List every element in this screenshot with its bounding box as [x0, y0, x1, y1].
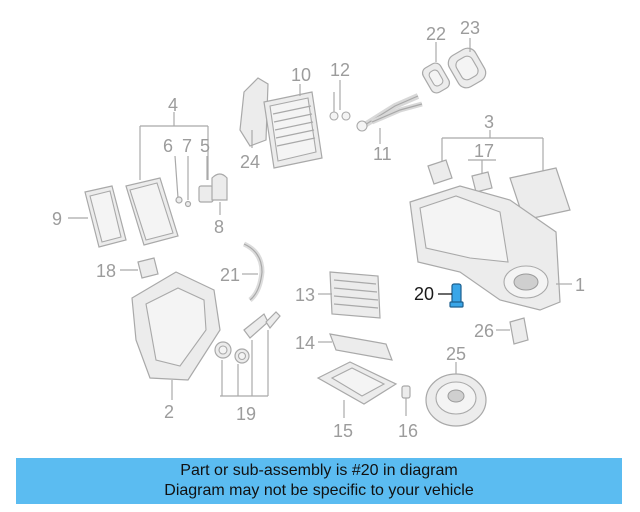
callout-26: 26 — [474, 321, 494, 341]
banner-line-1: Part or sub-assembly is #20 in diagram — [180, 462, 458, 479]
callout-1: 1 — [575, 275, 585, 295]
part-24-housing: 24 — [239, 77, 269, 172]
callout-13: 13 — [295, 285, 315, 305]
part-4-evaporator: 4 — [125, 95, 209, 246]
callout-21: 21 — [220, 265, 240, 285]
part-5-valve: 5 — [198, 136, 214, 203]
part-9-filter-frame: 9 — [52, 185, 127, 248]
callout-24: 24 — [240, 152, 260, 172]
info-banner: Part or sub-assembly is #20 in diagram D… — [16, 458, 622, 504]
part-14-strip: 14 — [295, 333, 393, 361]
part-17-actuator: 17 — [468, 141, 496, 193]
callout-3: 3 — [484, 112, 494, 132]
part-6-sensor: 6 — [163, 136, 183, 204]
callout-20: 20 — [414, 284, 434, 304]
callout-7: 7 — [182, 136, 192, 156]
part-22-gasket: 22 — [421, 24, 451, 94]
callout-22: 22 — [426, 24, 446, 44]
part-7-sensor: 7 — [182, 136, 192, 208]
part-26-resistor: 26 — [474, 317, 529, 345]
callout-9: 9 — [52, 209, 62, 229]
part-11-pipe: 11 — [356, 93, 423, 164]
callout-11: 11 — [373, 144, 392, 164]
callout-8: 8 — [214, 217, 224, 237]
part-21-hose: 21 — [220, 241, 265, 302]
callout-12: 12 — [330, 60, 350, 80]
part-15-tray: 15 — [316, 361, 398, 441]
part-19-seals: 19 — [214, 311, 281, 424]
callout-5: 5 — [200, 136, 210, 156]
part-3-actuators: 3 — [427, 112, 571, 221]
callout-14: 14 — [295, 333, 315, 353]
callout-18: 18 — [96, 261, 116, 281]
callout-15: 15 — [333, 421, 353, 441]
callout-6: 6 — [163, 136, 173, 156]
part-25-blower: 25 — [425, 344, 487, 427]
callout-17: 17 — [474, 141, 494, 161]
callout-25: 25 — [446, 344, 466, 364]
part-23-gasket: 23 — [447, 18, 487, 89]
callout-16: 16 — [398, 421, 418, 441]
parts-diagram: 9 4 6 7 5 8 24 — [52, 18, 585, 441]
part-10-heater-core: 10 — [263, 65, 323, 169]
part-13-filter: 13 — [295, 271, 381, 319]
part-18-clip: 18 — [96, 257, 159, 281]
callout-19: 19 — [236, 404, 256, 424]
callout-4: 4 — [168, 95, 178, 115]
part-20-highlighted: 20 — [414, 283, 464, 308]
part-1-housing: 1 — [409, 185, 585, 311]
part-12-orings: 12 — [329, 60, 351, 121]
part-8-bracket: 8 — [211, 173, 228, 237]
part-16-screw: 16 — [398, 385, 418, 441]
callout-23: 23 — [460, 18, 480, 38]
banner-line-2: Diagram may not be specific to your vehi… — [164, 482, 474, 499]
callout-10: 10 — [291, 65, 311, 85]
callout-2: 2 — [164, 402, 174, 422]
part-2-housing: 2 — [131, 271, 221, 422]
